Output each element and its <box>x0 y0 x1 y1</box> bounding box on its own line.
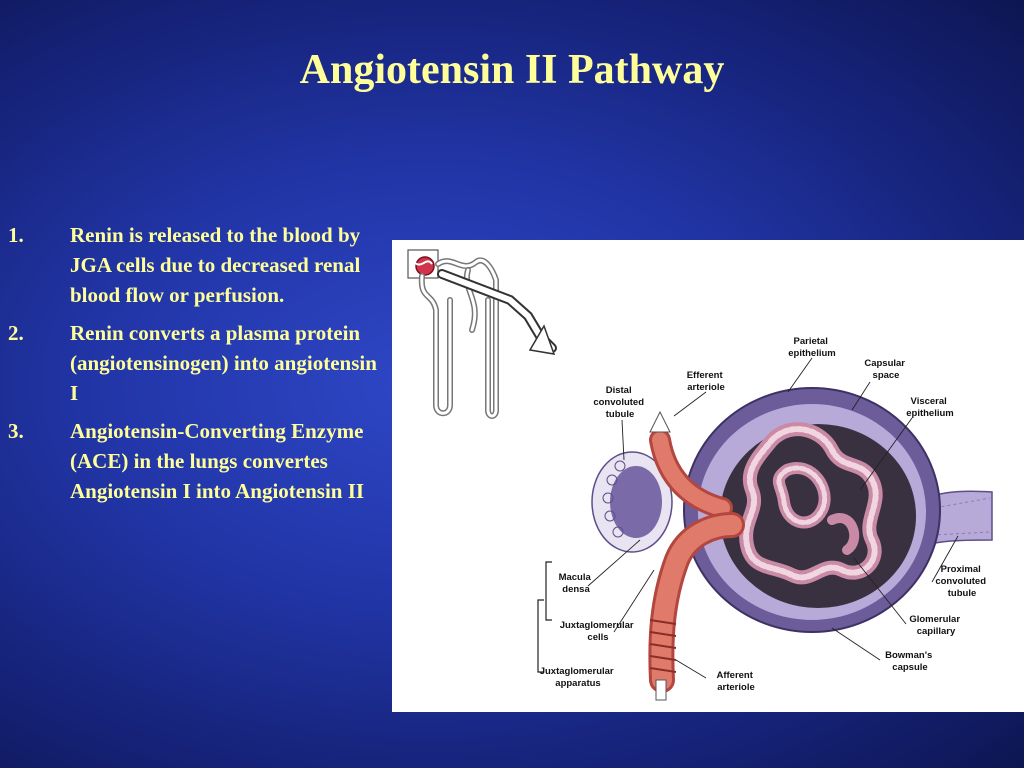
label-distal-convoluted-tubule: Distal convoluted tubule <box>593 385 646 420</box>
slide-title: Angiotensin II Pathway <box>299 47 725 93</box>
step-number: 2. <box>8 321 24 345</box>
distal-tubule-shape <box>591 451 673 553</box>
step-item-1: 1. Renin is released to the blood by JGA… <box>8 220 388 310</box>
leader-lines <box>587 357 959 679</box>
step-text: Renin converts a plasma protein (angiote… <box>70 321 377 405</box>
label-bowmans-capsule: Bowman's capsule <box>885 650 935 673</box>
label-visceral-epithelium: Visceral epithelium <box>906 396 954 419</box>
label-juxtaglomerular-cells: Juxtaglomerular cells <box>560 620 637 643</box>
nephron-thumbnail <box>407 249 499 419</box>
label-parietal-epithelium: Parietal epithelium <box>788 336 836 359</box>
step-number: 1. <box>8 223 24 247</box>
label-capsular-space: Capsular space <box>864 358 907 381</box>
diagram-illustration: Parietal epithelium Capsular space Effer… <box>407 249 993 701</box>
label-proximal-convoluted-tubule: Proximal convoluted tubule <box>935 564 988 599</box>
zoom-arrow <box>437 269 557 355</box>
juxtaglomerular-apparatus-diagram: Parietal epithelium Capsular space Effer… <box>392 240 1024 712</box>
glomerular-tuft <box>739 422 883 585</box>
jga-bracket <box>537 561 552 673</box>
pathway-steps-list: 1. Renin is released to the blood by JGA… <box>8 220 388 514</box>
efferent-arteriole-shape <box>649 410 733 519</box>
label-juxtaglomerular-apparatus: Juxtaglomerular apparatus <box>540 666 617 689</box>
label-glomerular-capillary: Glomerular capillary <box>909 614 962 637</box>
label-efferent-arteriole: Efferent arteriole <box>687 370 726 393</box>
step-text: Renin is released to the blood by JGA ce… <box>70 223 361 307</box>
label-macula-densa: Macula densa <box>559 572 594 595</box>
afferent-arteriole-shape <box>648 512 745 701</box>
step-text: Angiotensin-Converting Enzyme (ACE) in t… <box>70 419 365 503</box>
step-item-2: 2. Renin converts a plasma protein (angi… <box>8 318 388 408</box>
label-afferent-arteriole: Afferent arteriole <box>716 670 755 693</box>
step-number: 3. <box>8 419 24 443</box>
step-item-3: 3. Angiotensin-Converting Enzyme (ACE) i… <box>8 416 388 506</box>
